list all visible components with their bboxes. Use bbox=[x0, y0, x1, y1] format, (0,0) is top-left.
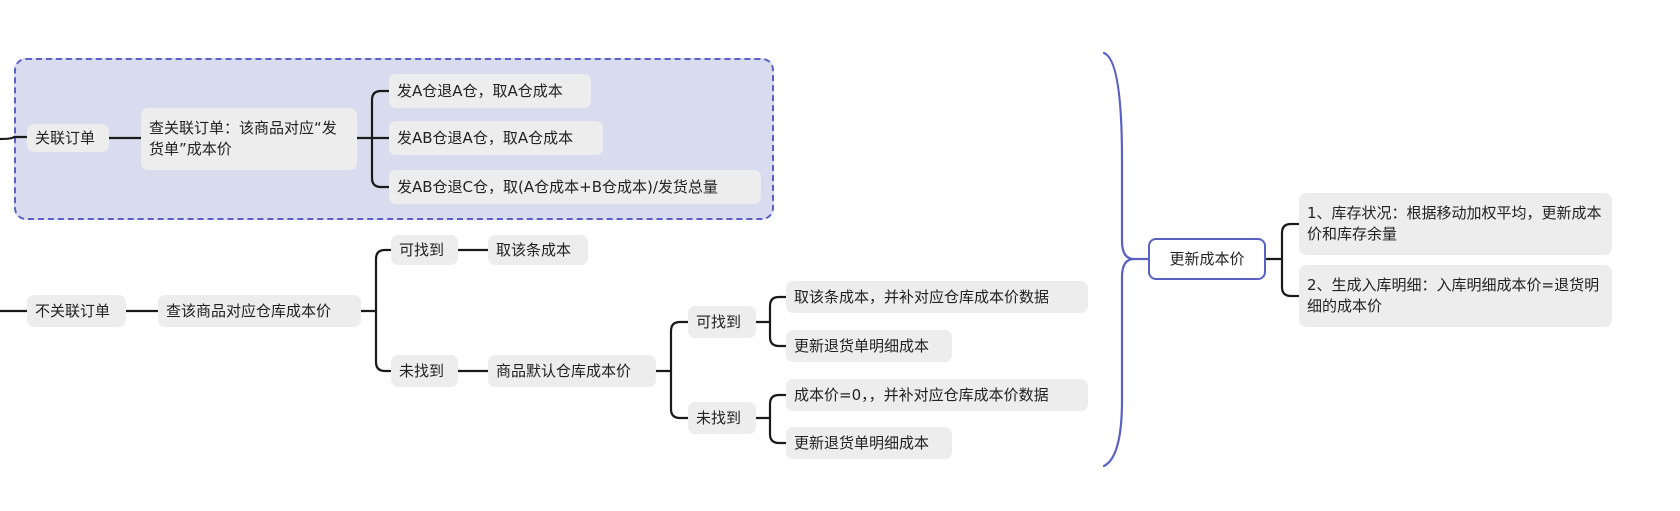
node-non-associated-order[interactable]: 不关联订单 bbox=[27, 295, 126, 327]
node-case-a-a-label: 发A仓退A仓，取A仓成本 bbox=[397, 81, 563, 100]
node-stock-status-label: 1、库存状况：根据移动加权平均，更新成本价和库存余量 bbox=[1307, 204, 1602, 243]
edge-inbound-detail bbox=[1280, 257, 1301, 298]
node-case-ab-a-label: 发AB仓退A仓，取A仓成本 bbox=[397, 128, 574, 147]
node-case-a-a[interactable]: 发A仓退A仓，取A仓成本 bbox=[389, 74, 591, 108]
node-query-associated-order-label: 查关联订单：该商品对应“发货单”成本价 bbox=[149, 119, 337, 158]
node-update-return-detail-2-label: 更新退货单明细成本 bbox=[794, 433, 930, 452]
edge-stock-status bbox=[1280, 222, 1301, 261]
node-cost-zero[interactable]: 成本价=0，，并补对应仓库成本价数据 bbox=[786, 379, 1088, 411]
node-take-cost-2[interactable]: 取该条成本，并补对应仓库成本价数据 bbox=[786, 281, 1088, 313]
node-found-2-label: 可找到 bbox=[696, 312, 742, 331]
node-query-warehouse-cost[interactable]: 查该商品对应仓库成本价 bbox=[158, 295, 361, 327]
edge-found-1 bbox=[374, 248, 393, 313]
node-query-warehouse-cost-label: 查该商品对应仓库成本价 bbox=[166, 301, 332, 320]
node-default-warehouse-cost-label: 商品默认仓库成本价 bbox=[496, 361, 632, 380]
summary-brace bbox=[1102, 51, 1135, 468]
edge-found-2 bbox=[669, 320, 690, 373]
node-not-found-2-label: 未找到 bbox=[696, 408, 742, 427]
node-update-cost-price[interactable]: 更新成本价 bbox=[1148, 238, 1266, 280]
node-case-ab-c-label: 发AB仓退C仓，取(A仓成本+B仓成本)/发货总量 bbox=[397, 177, 718, 196]
node-update-return-detail-1-label: 更新退货单明细成本 bbox=[794, 336, 930, 355]
node-inbound-detail[interactable]: 2、生成入库明细：入库明细成本价=退货明细的成本价 bbox=[1299, 265, 1612, 327]
edge-not-found-2 bbox=[669, 369, 690, 420]
edge-update-return-1 bbox=[768, 320, 788, 348]
edge-not-found-1 bbox=[374, 309, 393, 373]
node-cost-zero-label: 成本价=0，，并补对应仓库成本价数据 bbox=[794, 385, 1049, 404]
node-take-cost-1-label: 取该条成本 bbox=[496, 240, 572, 259]
node-inbound-detail-label: 2、生成入库明细：入库明细成本价=退货明细的成本价 bbox=[1307, 276, 1600, 315]
node-case-ab-a[interactable]: 发AB仓退A仓，取A仓成本 bbox=[389, 121, 603, 155]
edge-cost-zero bbox=[768, 393, 788, 420]
node-update-cost-price-label: 更新成本价 bbox=[1169, 249, 1245, 268]
node-default-warehouse-cost[interactable]: 商品默认仓库成本价 bbox=[488, 355, 656, 387]
node-update-return-detail-1[interactable]: 更新退货单明细成本 bbox=[786, 330, 952, 362]
node-stock-status[interactable]: 1、库存状况：根据移动加权平均，更新成本价和库存余量 bbox=[1299, 193, 1612, 255]
node-query-associated-order[interactable]: 查关联订单：该商品对应“发货单”成本价 bbox=[141, 108, 357, 170]
node-associated-order-label: 关联订单 bbox=[35, 128, 96, 147]
node-found-1[interactable]: 可找到 bbox=[391, 235, 458, 265]
edge-update-return-2 bbox=[768, 416, 788, 445]
node-update-return-detail-2[interactable]: 更新退货单明细成本 bbox=[786, 427, 952, 459]
node-found-1-label: 可找到 bbox=[399, 240, 445, 259]
node-found-2[interactable]: 可找到 bbox=[688, 306, 756, 338]
node-take-cost-2-label: 取该条成本，并补对应仓库成本价数据 bbox=[794, 287, 1050, 306]
node-case-ab-c[interactable]: 发AB仓退C仓，取(A仓成本+B仓成本)/发货总量 bbox=[389, 170, 761, 204]
node-non-associated-order-label: 不关联订单 bbox=[35, 301, 111, 320]
node-associated-order[interactable]: 关联订单 bbox=[27, 124, 109, 152]
node-not-found-1[interactable]: 未找到 bbox=[391, 355, 458, 387]
edge-take-cost-2 bbox=[768, 295, 788, 324]
node-not-found-1-label: 未找到 bbox=[399, 361, 445, 380]
node-take-cost-1[interactable]: 取该条成本 bbox=[488, 235, 588, 265]
node-not-found-2[interactable]: 未找到 bbox=[688, 402, 756, 434]
